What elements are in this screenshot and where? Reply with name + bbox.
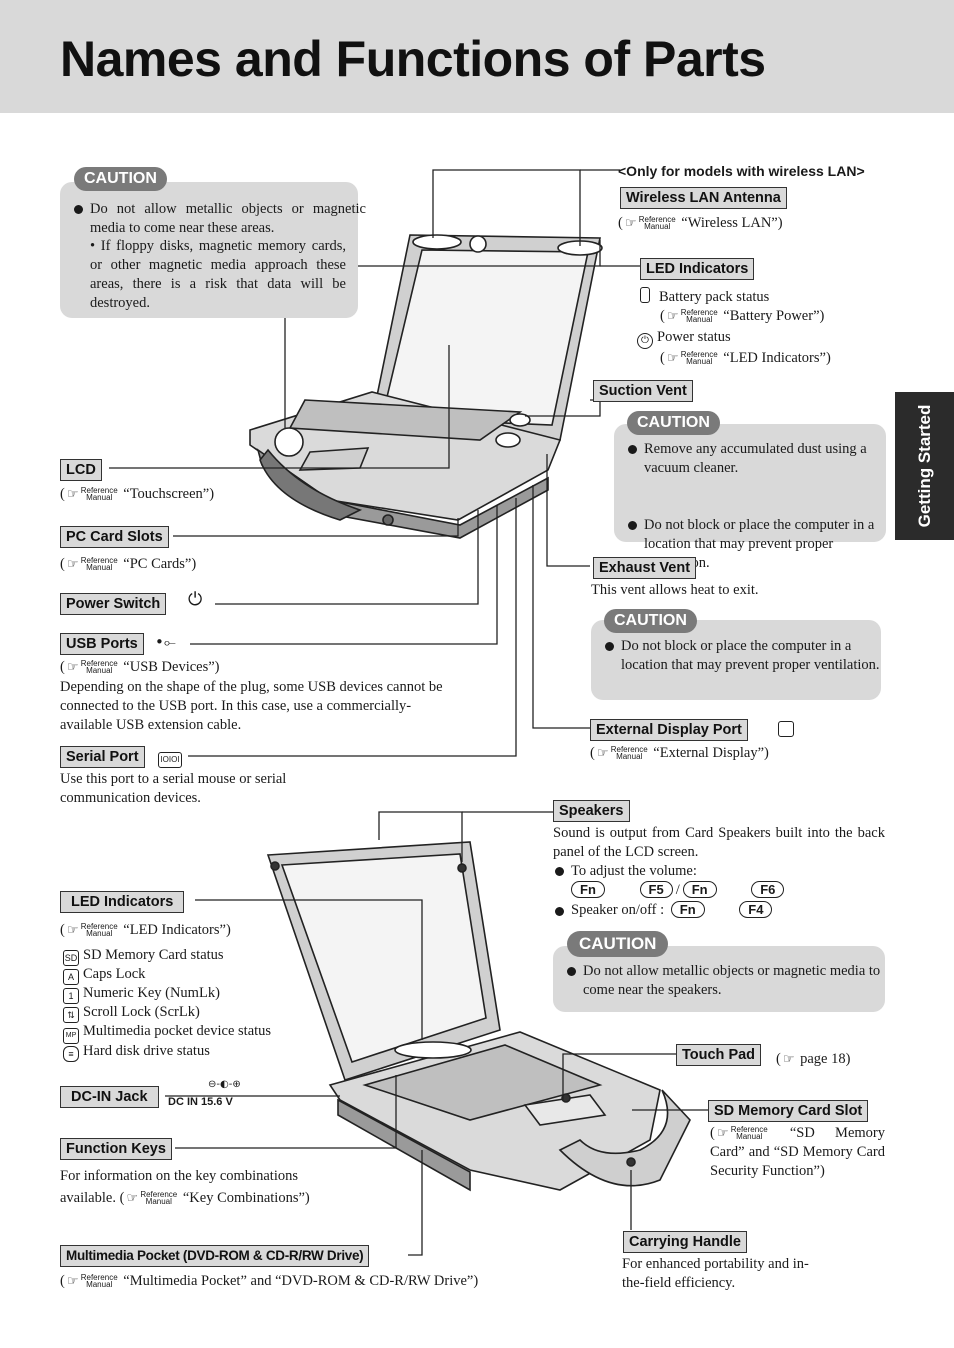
usb-text: Depending on the shape of the plug, some… xyxy=(60,679,443,733)
serial-text: Use this port to a serial mouse or seria… xyxy=(60,771,287,806)
speakers-caution: Do not allow metallic objects or magneti… xyxy=(565,962,893,1000)
usb-ports-label: USB Ports xyxy=(60,633,144,655)
carrying-handle-text: For enhanced portability and in-the-fiel… xyxy=(622,1256,809,1291)
section-tab: Getting Started xyxy=(895,392,954,540)
wireless-lan-antenna-label: Wireless LAN Antenna xyxy=(620,187,787,209)
num-lock-icon: 1 xyxy=(63,988,79,1004)
key-f6: F6 xyxy=(751,881,785,898)
caps-lock-icon: A xyxy=(63,969,79,985)
caution-tag: CAUTION xyxy=(74,167,167,191)
led-indicators-label-top: LED Indicators xyxy=(640,258,755,280)
power-status: ⏻Power status xyxy=(637,328,731,349)
key-fn: Fn xyxy=(670,901,705,918)
function-keys-text: For information on the key combinations … xyxy=(60,1168,310,1206)
page-title: Names and Functions of Parts xyxy=(60,31,766,87)
caution-tag: CAUTION xyxy=(627,411,720,435)
exhaust-vent-label: Exhaust Vent xyxy=(593,557,697,579)
led-indicators-label-bottom: LED Indicators xyxy=(60,891,185,913)
caution-box-magnetic: Do not allow metallic objects or magneti… xyxy=(60,182,366,318)
external-display-port-label: External Display Port xyxy=(590,719,748,741)
caution-text: Do not allow metallic objects or magneti… xyxy=(72,200,366,238)
dc-polarity-icon: ⊖-◐-⊕ xyxy=(208,1079,241,1090)
caution-tag: CAUTION xyxy=(567,931,669,957)
external-display-icon xyxy=(778,721,798,741)
led-item: ⇅Scroll Lock (ScrLk) xyxy=(63,1003,200,1023)
multimedia-pocket-icon: MP xyxy=(63,1028,79,1044)
carrying-handle-label: Carrying Handle xyxy=(623,1231,747,1253)
hard-disk-icon: ≡ xyxy=(63,1046,79,1062)
multimedia-pocket-label: Multimedia Pocket (DVD-ROM & CD-R/RW Dri… xyxy=(60,1245,370,1267)
sd-card-icon: SD xyxy=(63,950,79,966)
speakers-text: Sound is output from Card Speakers built… xyxy=(553,825,885,860)
key-f4: F4 xyxy=(739,901,773,918)
header-band: Names and Functions of Parts xyxy=(0,0,954,113)
dc-in-jack-label: DC-IN Jack xyxy=(60,1086,159,1108)
power-switch-icon: ⏻ xyxy=(188,589,203,610)
sd-memory-card-slot-label: SD Memory Card Slot xyxy=(708,1100,869,1122)
speakers-label: Speakers xyxy=(553,800,630,822)
adjust-volume: To adjust the volume: xyxy=(553,862,954,881)
battery-status: Battery pack status xyxy=(640,287,769,307)
key-fn: Fn xyxy=(571,881,605,898)
reference-manual-icon: ☞ xyxy=(782,1052,795,1067)
wireless-note: <Only for models with wireless LAN> xyxy=(618,163,865,179)
touch-pad-label: Touch Pad xyxy=(676,1044,762,1066)
exhaust-caution: Do not block or place the computer in a … xyxy=(603,637,887,675)
serial-port-icon: IOIOI xyxy=(158,747,186,768)
caution-tag: CAUTION xyxy=(604,609,697,633)
suction-vent-label: Suction Vent xyxy=(593,380,693,402)
led-item: ≡Hard disk drive status xyxy=(63,1042,210,1062)
leader-lines xyxy=(109,169,708,1256)
power-icon: ⏻ xyxy=(637,333,653,349)
volume-keys: Fn F5/Fn F6 xyxy=(568,881,787,900)
battery-icon xyxy=(640,287,650,303)
touchpad-ref: (☞ page 18) xyxy=(776,1051,851,1067)
caution-box-suction: Remove any accumulated dust using a vacu… xyxy=(614,424,886,571)
dc-in-spec: DC IN 15.6 V xyxy=(168,1096,233,1108)
usb-icon: •⟜ xyxy=(155,633,176,651)
laptop-top-illustration xyxy=(249,234,603,539)
caution-subtext: • If floppy disks, magnetic memory cards… xyxy=(90,238,346,311)
scroll-lock-icon: ⇅ xyxy=(63,1007,79,1023)
power-switch-label: Power Switch xyxy=(60,593,167,615)
key-f5: F5 xyxy=(639,881,673,898)
key-fn: Fn xyxy=(682,881,717,898)
caution-box-speakers: Do not allow metallic objects or magneti… xyxy=(553,946,885,1012)
pc-card-slots-label: PC Card Slots xyxy=(60,526,169,548)
laptop-bottom-illustration xyxy=(266,841,691,1192)
exhaust-text: This vent allows heat to exit. xyxy=(591,582,759,598)
speaker-onoff: Speaker on/off : Fn F4 xyxy=(553,901,775,920)
lcd-label: LCD xyxy=(60,459,102,481)
caution-box-exhaust: Do not block or place the computer in a … xyxy=(591,620,881,700)
suction-caution-1: Remove any accumulated dust using a vacu… xyxy=(626,440,896,478)
function-keys-label: Function Keys xyxy=(60,1138,172,1160)
serial-port-label: Serial Port xyxy=(60,746,145,768)
